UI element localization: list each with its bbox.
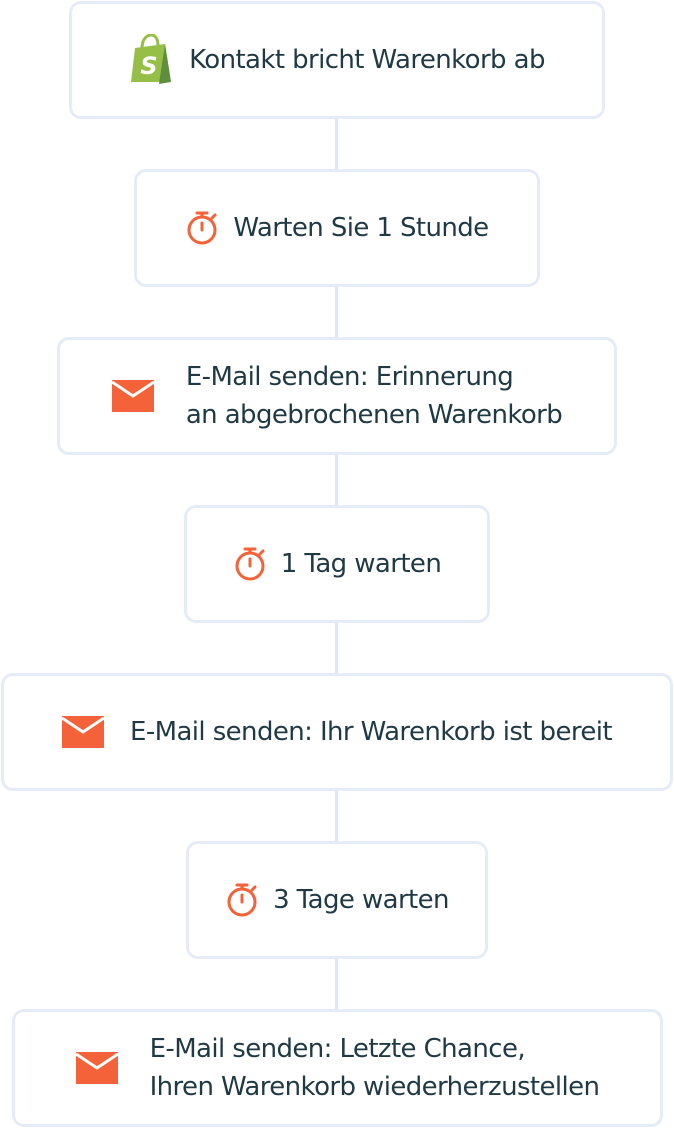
connector-line <box>335 789 338 843</box>
workflow-step-email: E-Mail senden: Letzte Chance, Ihren Ware… <box>12 1009 663 1127</box>
stopwatch-icon <box>225 882 259 918</box>
envelope-icon <box>111 380 154 412</box>
connector-line <box>335 285 338 339</box>
step-label-line: E-Mail senden: Erinnerung <box>185 362 514 392</box>
step-label: E-Mail senden: Erinnerung an abgebrochen… <box>185 358 563 434</box>
workflow-step-wait: Warten Sie 1 Stunde <box>134 169 540 287</box>
workflow-step-trigger: S Kontakt bricht Warenkorb ab <box>69 1 605 119</box>
step-label: Kontakt bricht Warenkorb ab <box>189 45 545 75</box>
envelope-icon <box>75 1052 118 1084</box>
svg-text:S: S <box>140 52 157 80</box>
connector-line <box>335 117 338 171</box>
step-label: Warten Sie 1 Stunde <box>233 213 489 243</box>
connector-line <box>335 957 338 1011</box>
step-label-line: an abgebrochenen Warenkorb <box>185 400 563 430</box>
stopwatch-icon <box>185 210 219 246</box>
connector-line <box>335 453 338 507</box>
workflow-step-wait: 3 Tage warten <box>186 841 488 959</box>
step-label-line: Ihren Warenkorb wiederherzustellen <box>149 1072 600 1102</box>
workflow-step-email: E-Mail senden: Erinnerung an abgebrochen… <box>57 337 617 455</box>
envelope-icon <box>62 716 105 748</box>
step-label: E-Mail senden: Ihr Warenkorb ist bereit <box>130 717 613 747</box>
step-label: 1 Tag warten <box>280 549 442 579</box>
step-label-line: E-Mail senden: Letzte Chance, <box>149 1034 526 1064</box>
step-label: 3 Tage warten <box>273 885 449 915</box>
step-label: E-Mail senden: Letzte Chance, Ihren Ware… <box>150 1030 600 1106</box>
workflow-step-email: E-Mail senden: Ihr Warenkorb ist bereit <box>1 673 673 791</box>
shopify-bag-icon: S <box>129 34 175 86</box>
workflow-step-wait: 1 Tag warten <box>184 505 490 623</box>
connector-line <box>335 621 338 675</box>
stopwatch-icon <box>233 546 267 582</box>
